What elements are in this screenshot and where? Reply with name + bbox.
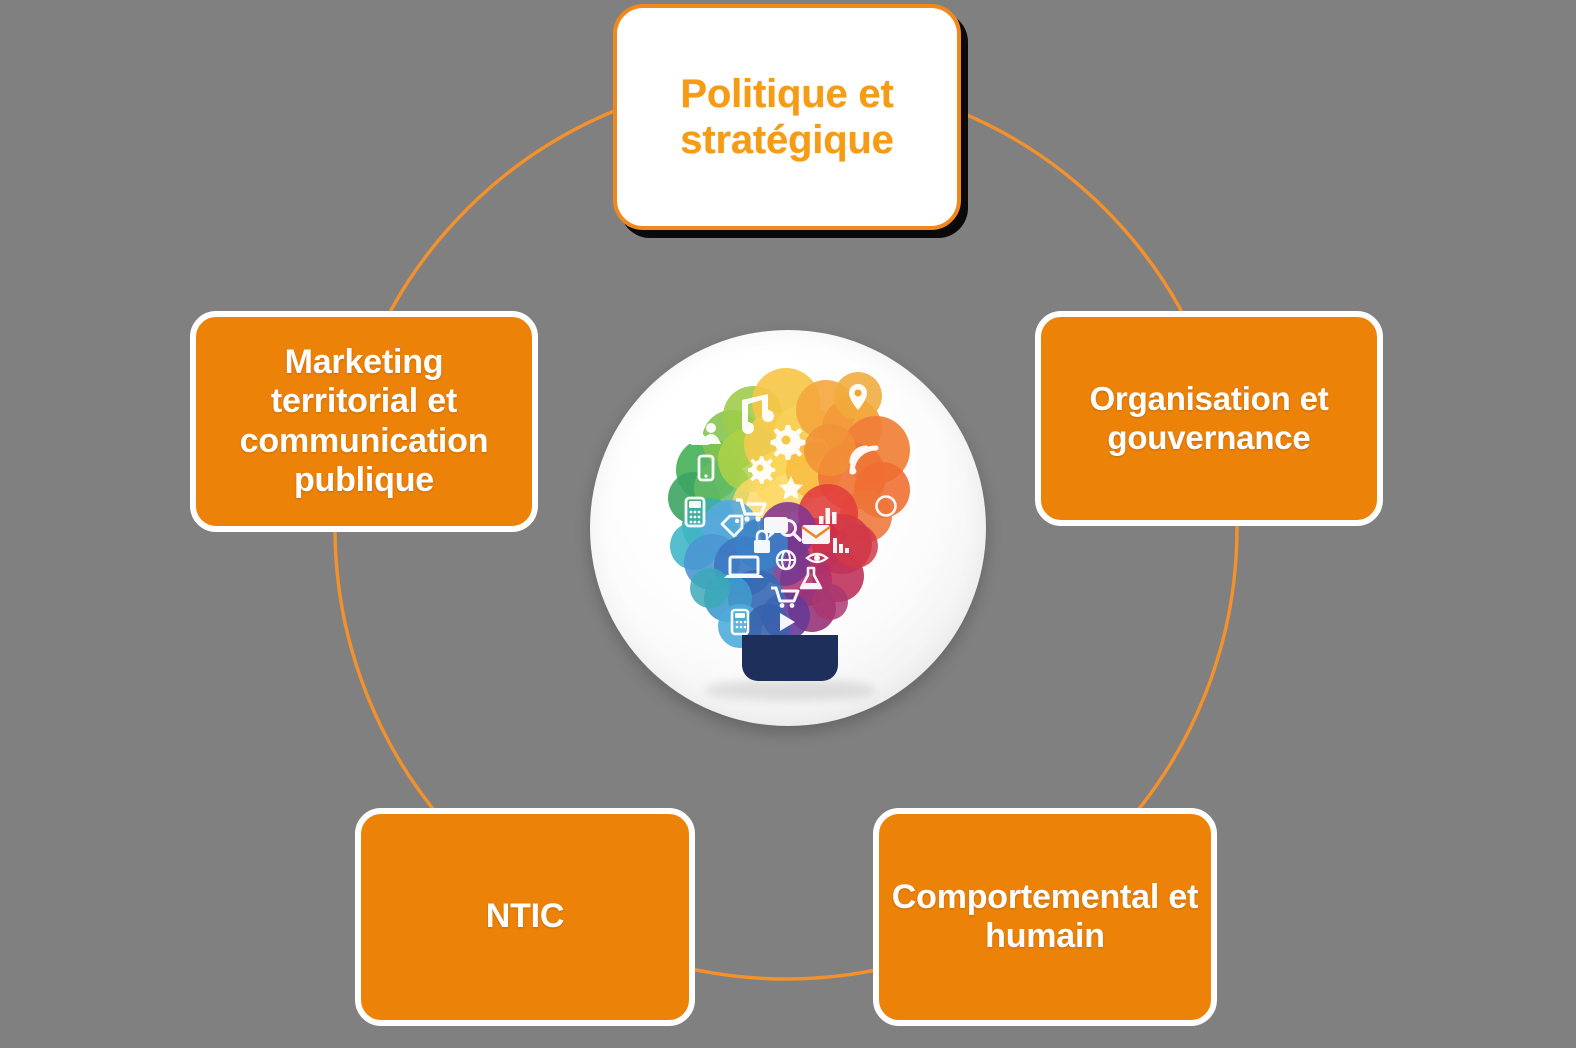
people-group-icon bbox=[680, 419, 721, 445]
node-ntic[interactable]: NTIC bbox=[355, 808, 695, 1026]
lightbulb-illustration bbox=[668, 368, 910, 701]
cart-icon bbox=[771, 586, 800, 608]
tag-icon bbox=[720, 514, 744, 538]
bubble-icons bbox=[680, 384, 897, 636]
flask-icon bbox=[799, 566, 823, 590]
globe-icon bbox=[775, 549, 797, 571]
node-ntic-label: NTIC bbox=[485, 897, 565, 936]
bulb-ground-shadow bbox=[704, 679, 876, 701]
gears-icon bbox=[747, 456, 776, 484]
calculator-icon bbox=[730, 608, 750, 636]
node-politique-et-strategique[interactable]: Politique et stratégique bbox=[613, 4, 961, 230]
node-comportemental-et-humain[interactable]: Comportemental et humain bbox=[873, 808, 1217, 1026]
node-politique-label: Politique et stratégique bbox=[680, 71, 894, 162]
eye-icon bbox=[805, 552, 829, 564]
play-icon bbox=[780, 613, 795, 631]
chart-icon bbox=[833, 538, 849, 553]
star-icon bbox=[779, 476, 803, 500]
gear-icon bbox=[770, 425, 806, 460]
lock-icon bbox=[754, 529, 770, 553]
laptop-icon bbox=[724, 555, 764, 578]
music-note-icon bbox=[742, 394, 774, 434]
center-lightbulb-graphic bbox=[590, 330, 986, 726]
envelope-icon bbox=[801, 525, 831, 544]
location-pin-icon bbox=[849, 384, 867, 410]
node-comportemental-label: Comportemental et humain bbox=[891, 877, 1199, 955]
node-organisation-label: Organisation et gouvernance bbox=[1089, 380, 1329, 456]
bar-chart-icon bbox=[819, 508, 837, 524]
node-marketing-label: Marketing territorial et communication p… bbox=[239, 342, 489, 499]
rss-icon bbox=[849, 445, 879, 475]
node-marketing-territorial[interactable]: Marketing territorial et communication p… bbox=[190, 311, 538, 532]
search-icon bbox=[779, 519, 802, 542]
tablet-icon bbox=[697, 454, 715, 482]
bulb-base bbox=[742, 635, 838, 681]
node-organisation-et-gouvernance[interactable]: Organisation et gouvernance bbox=[1035, 311, 1383, 526]
shopping-cart-icon bbox=[736, 498, 767, 522]
mobile-phone-icon bbox=[684, 496, 706, 528]
compass-icon bbox=[875, 495, 897, 517]
